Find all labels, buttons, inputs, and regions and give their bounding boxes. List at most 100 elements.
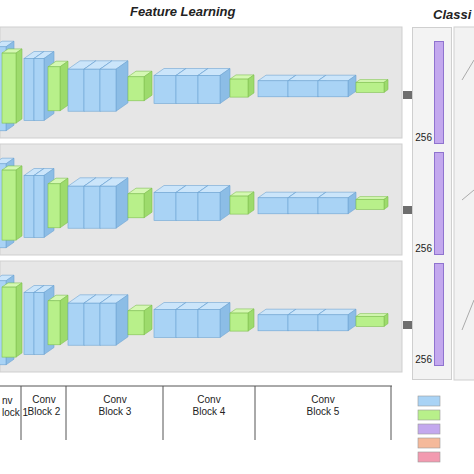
- unit-count: 256: [415, 354, 432, 365]
- legend-swatch: [418, 452, 440, 462]
- legend-swatch: [418, 424, 440, 434]
- row-panel: [0, 261, 402, 372]
- legend-swatch: [418, 396, 440, 406]
- layer-front: [48, 67, 60, 111]
- conv-layer: [318, 309, 356, 331]
- layer-front: [288, 315, 318, 331]
- layer-side: [248, 75, 254, 97]
- dense-layer: 256: [434, 152, 444, 255]
- block-label: nv: [2, 395, 13, 407]
- layer-front: [84, 186, 100, 228]
- fc-line: [462, 190, 474, 200]
- bracket: [0, 386, 392, 440]
- block-label: Conv Block 3: [68, 394, 162, 418]
- block-label: Conv Block 4: [164, 394, 254, 418]
- conv-layer: [24, 169, 44, 238]
- layer-front: [2, 287, 16, 357]
- conv-layer: [198, 69, 230, 104]
- legend-swatch: [418, 438, 440, 448]
- layer-front: [34, 293, 44, 355]
- layer-side: [34, 52, 44, 121]
- layer-side: [16, 283, 22, 357]
- layer-front: [34, 59, 44, 121]
- layer-side: [220, 69, 230, 104]
- layer-side: [60, 178, 68, 228]
- conv-layer: [100, 295, 128, 345]
- layer-front: [258, 81, 288, 97]
- layer-front: [24, 176, 34, 238]
- block-label: Conv Block 2: [22, 394, 66, 418]
- bracket-tick: [66, 386, 67, 440]
- layer-front: [356, 316, 384, 326]
- legend-swatch: [418, 410, 440, 420]
- layer-front: [154, 76, 176, 104]
- conv-layer: [24, 52, 44, 121]
- layer-side: [16, 166, 22, 240]
- bracket-tick: [391, 386, 392, 440]
- layer-front: [48, 301, 60, 345]
- layer-front: [198, 76, 220, 104]
- layer-front: [2, 170, 16, 240]
- conv-layer: [198, 303, 230, 338]
- layer-front: [318, 81, 348, 97]
- layer-front: [356, 82, 384, 92]
- pool-layer: [48, 295, 68, 345]
- layer-front: [198, 310, 220, 338]
- layer-front: [318, 315, 348, 331]
- layer-side: [34, 169, 44, 238]
- layer-side: [220, 186, 230, 221]
- unit-count: 256: [415, 243, 432, 254]
- layer-front: [128, 311, 144, 335]
- pool-layer: [48, 61, 68, 111]
- conv-layer: [24, 286, 44, 355]
- layer-side: [34, 286, 44, 355]
- layer-front: [84, 69, 100, 111]
- fc-line: [462, 300, 474, 330]
- layer-front: [198, 193, 220, 221]
- fc-line: [462, 60, 474, 80]
- pool-layer: [356, 197, 388, 210]
- layer-top: [356, 314, 388, 317]
- layer-front: [176, 310, 198, 338]
- pool-layer: [356, 80, 388, 93]
- conv-layer: [318, 75, 356, 97]
- layer-side: [348, 75, 356, 97]
- row-panel: [0, 144, 402, 255]
- pool-layer: [356, 314, 388, 327]
- conv-layer: [100, 61, 128, 111]
- pool-layer: [2, 283, 22, 357]
- layer-side: [144, 305, 152, 335]
- bracket-tick: [163, 386, 164, 440]
- layer-front: [258, 315, 288, 331]
- pool-layer: [128, 188, 152, 218]
- layer-front: [24, 293, 34, 355]
- classification-panel: Classi256256256: [412, 27, 452, 380]
- layer-front: [68, 303, 84, 345]
- layer-front: [318, 198, 348, 214]
- dense-layer: 256: [434, 41, 444, 144]
- section-title: Classi: [433, 7, 471, 22]
- layer-front: [100, 186, 116, 228]
- pool-layer: [230, 75, 254, 97]
- layer-front: [84, 303, 100, 345]
- next-panel: [454, 27, 474, 380]
- layer-front: [356, 199, 384, 209]
- unit-count: 256: [415, 132, 432, 143]
- layer-side: [60, 295, 68, 345]
- layer-front: [230, 313, 248, 331]
- pool-layer: [48, 178, 68, 228]
- layer-side: [116, 178, 128, 228]
- layer-side: [384, 80, 388, 93]
- conv-layer: [100, 178, 128, 228]
- layer-side: [348, 309, 356, 331]
- layer-side: [384, 197, 388, 210]
- dense-layer: 256: [434, 263, 444, 366]
- layer-side: [60, 61, 68, 111]
- layer-front: [176, 76, 198, 104]
- layer-front: [100, 303, 116, 345]
- section-title: Feature Learning: [130, 4, 235, 19]
- pool-layer: [128, 305, 152, 335]
- pool-layer: [230, 309, 254, 331]
